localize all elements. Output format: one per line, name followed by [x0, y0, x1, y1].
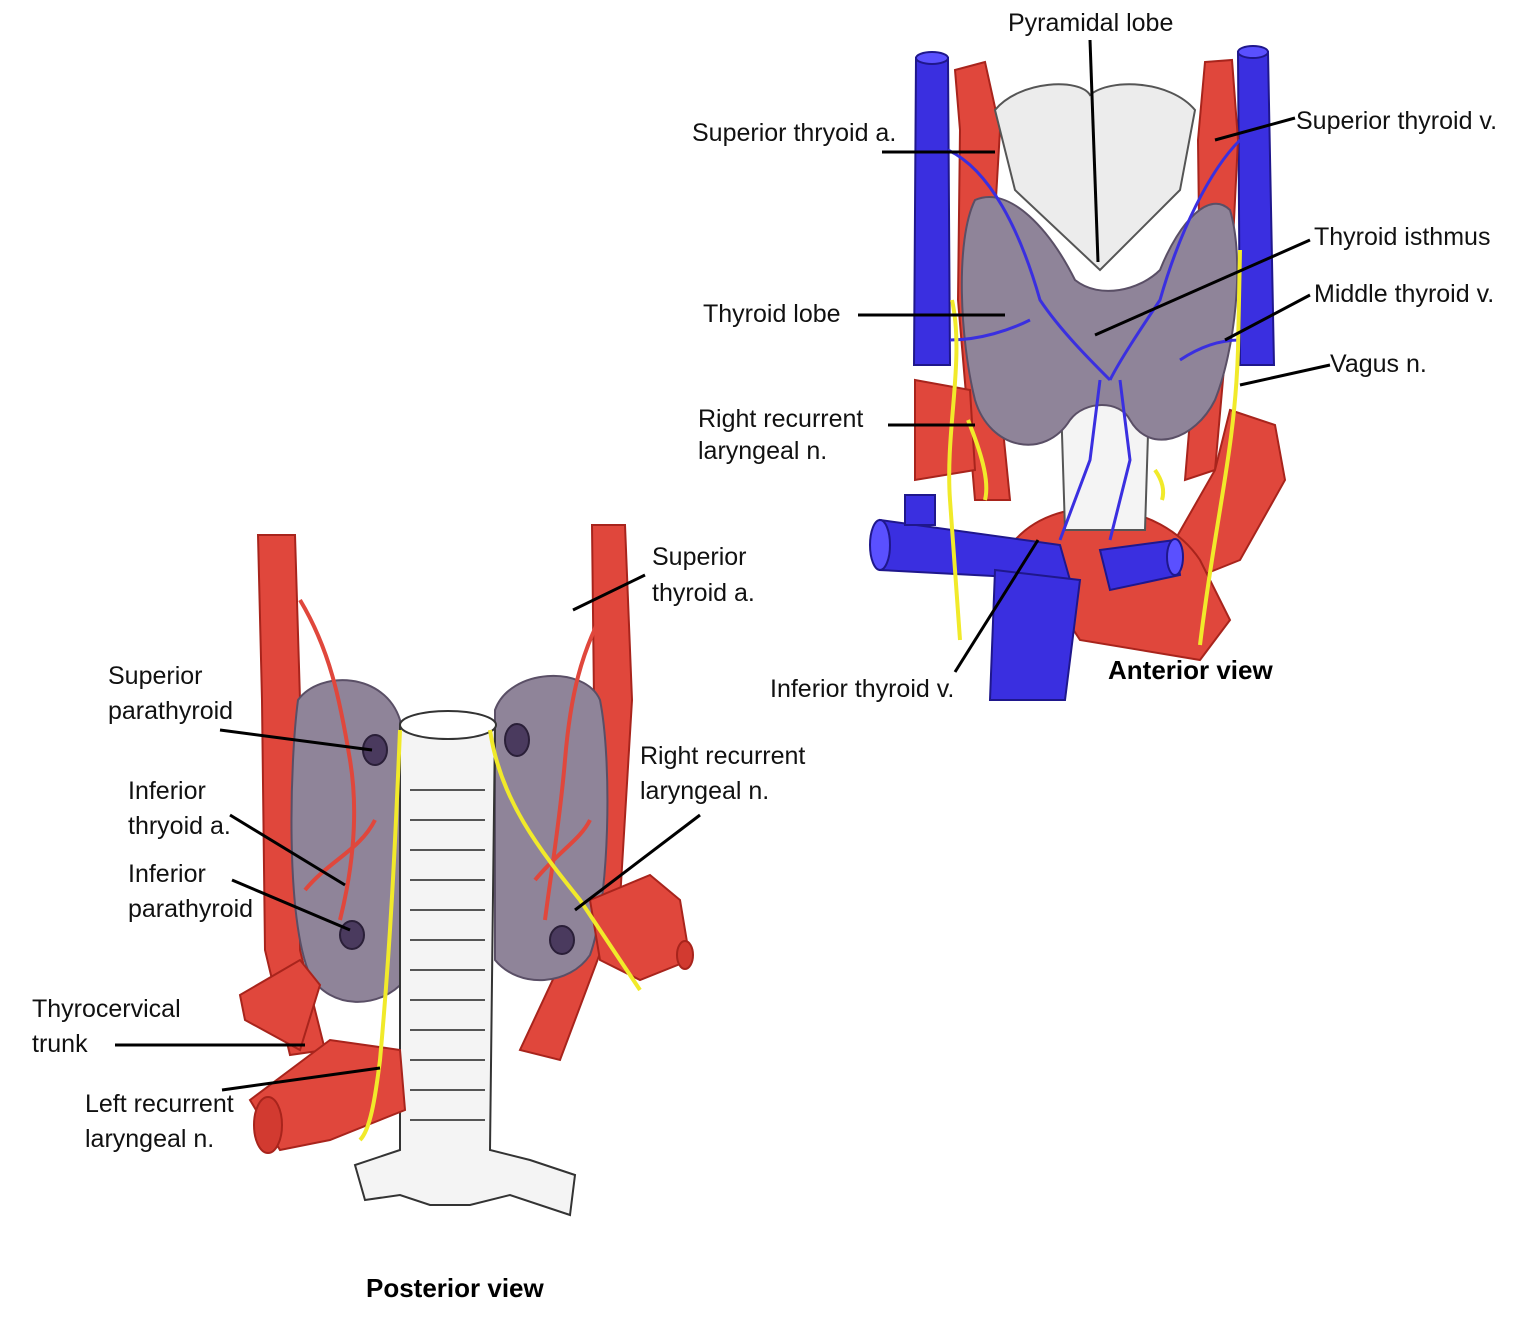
label-superior-parathyroid-line1: Superior [108, 662, 203, 690]
anterior-left-brachiocephalic-vein-cut [869, 519, 891, 571]
label-thyroid-isthmus: Thyroid isthmus [1314, 223, 1491, 251]
anterior-thyroid-veins [947, 138, 1242, 541]
anterior-thyroid-gland [960, 196, 1239, 446]
anterior-left-subclavian-artery [914, 378, 977, 482]
leader-thyroid-isthmus [1094, 238, 1311, 337]
label-pyramidal-lobe: Pyramidal lobe [1008, 9, 1174, 37]
anterior-view-illustration [869, 45, 1287, 701]
label-inferior-thyroid-v: Inferior thyroid v. [770, 675, 955, 703]
anterior-right-brachiocephalic-vein [1098, 538, 1182, 592]
anterior-left-jugular-vein-cut [915, 51, 949, 65]
label-inferior-thyroid-a-line2: thryoid a. [128, 812, 231, 840]
posterior-recurrent-laryngeal-nerves [358, 729, 642, 1142]
posterior-inferior-parathyroid-right [549, 925, 575, 955]
anterior-right-subclavian-artery [1173, 408, 1287, 582]
anterior-view-title: Anterior view [1108, 655, 1273, 685]
label-superior-thyroid-v: Superior thyroid v. [1296, 107, 1498, 135]
posterior-view-title: Posterior view [366, 1273, 544, 1303]
anterior-left-jugular-vein [912, 57, 952, 366]
posterior-inferior-parathyroid-left [339, 920, 365, 950]
posterior-trachea-top [399, 710, 497, 740]
label-inferior-parathyroid-line1: Inferior [128, 860, 206, 888]
posterior-superior-parathyroid-right [504, 723, 530, 757]
posterior-thyroid-arteries [298, 598, 612, 921]
label-right-recurrent-posterior-line1: Right recurrent [640, 742, 806, 770]
label-superior-thyroid-a-posterior-line2: thyroid a. [652, 579, 755, 607]
anterior-right-brachiocephalic-vein-cut [1166, 538, 1184, 576]
label-inferior-parathyroid-line2: parathyroid [128, 895, 254, 923]
label-inferior-thyroid-a-line1: Inferior [128, 777, 206, 805]
label-vagus-n: Vagus n. [1330, 350, 1427, 378]
leader-inferior-thyroid-a [229, 813, 346, 887]
posterior-right-subclavian-cut [676, 940, 694, 970]
leader-left-recurrent [221, 1066, 381, 1092]
posterior-thyrocervical-trunk-branches [238, 958, 322, 1052]
posterior-tracheal-rings [410, 789, 485, 1121]
posterior-left-subclavian-artery [248, 1038, 407, 1152]
posterior-left-subclavian-cut [253, 1096, 283, 1154]
label-superior-thyroid-a-posterior-line1: Superior [652, 543, 747, 571]
label-superior-thyroid-a-anterior: Superior thryoid a. [692, 119, 897, 147]
leader-superior-thyroid-a-posterior [572, 573, 646, 612]
leader-superior-parathyroid [219, 728, 373, 752]
label-right-recurrent-anterior-line1: Right recurrent [698, 405, 864, 433]
leader-middle-thyroid-v [1224, 293, 1311, 342]
label-right-recurrent-anterior-line2: laryngeal n. [698, 437, 828, 465]
leader-superior-thyroid-v [1214, 116, 1296, 142]
anterior-small-vein-stub [904, 494, 936, 526]
leader-vagus-n [1239, 363, 1331, 387]
label-thyroid-lobe: Thyroid lobe [703, 300, 841, 328]
leader-inferior-parathyroid [231, 878, 351, 932]
label-left-recurrent-line2: laryngeal n. [85, 1125, 215, 1153]
label-superior-parathyroid-line2: parathyroid [108, 697, 234, 725]
leader-pyramidal-lobe [1088, 39, 1100, 263]
label-thyrocervical-trunk-line2: trunk [32, 1030, 88, 1058]
anterior-superior-vena-cava [988, 568, 1082, 701]
label-leader-lines [115, 39, 1331, 1092]
anterior-nerves [947, 249, 1242, 646]
posterior-view-illustration [238, 524, 694, 1217]
label-right-recurrent-posterior-line2: laryngeal n. [640, 777, 770, 805]
anterior-right-jugular-vein-cut [1237, 45, 1269, 59]
leader-right-recurrent-posterior [574, 813, 701, 912]
leader-inferior-thyroid-v [953, 539, 1040, 673]
label-left-recurrent-line1: Left recurrent [85, 1090, 234, 1118]
label-thyrocervical-trunk-line1: Thyrocervical [32, 995, 181, 1023]
label-middle-thyroid-v: Middle thyroid v. [1314, 280, 1495, 308]
